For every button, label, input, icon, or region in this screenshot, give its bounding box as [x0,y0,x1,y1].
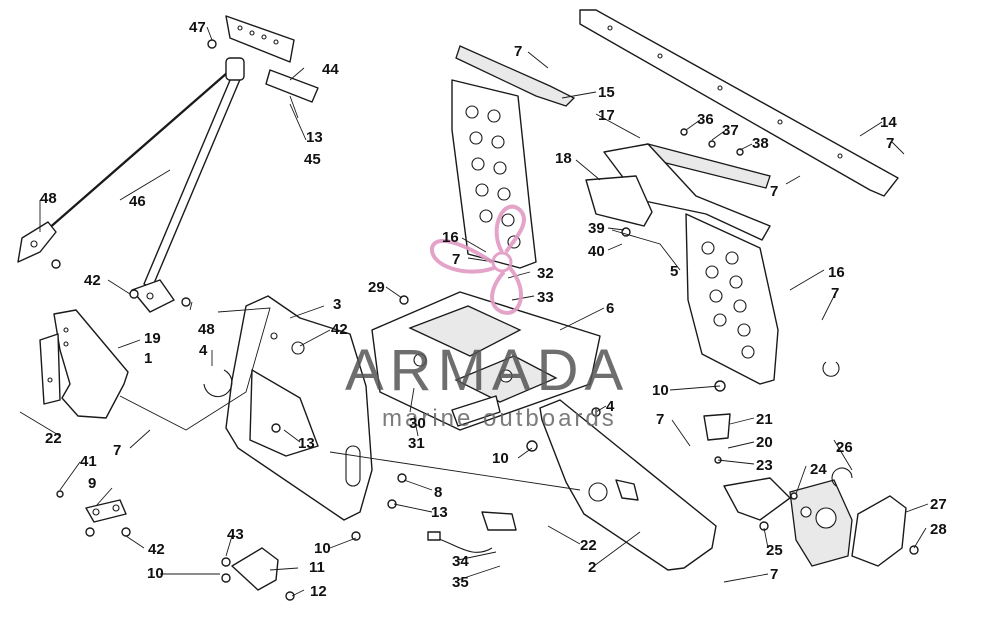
callout: 32 [537,265,554,282]
callout: 7 [452,251,460,268]
perforated-plate-left [451,79,537,269]
bracket-11 [231,547,279,591]
callout: 6 [606,300,614,317]
callout: 16 [828,264,845,281]
callout: 7 [886,135,894,152]
watermark-brand: ARMADA [345,338,629,403]
callout: 35 [452,574,469,591]
long-arm [539,399,717,571]
cover-27 [851,495,907,567]
callout: 42 [148,541,165,558]
center-housing [371,291,601,431]
callout: 45 [304,151,321,168]
callout: 7 [831,285,839,302]
callout: 7 [656,411,664,428]
long-bar [579,9,899,197]
callout: 7 [770,566,778,583]
callout: 48 [40,190,57,207]
perforated-plate-right [685,213,779,385]
callout: 27 [930,496,947,513]
callout: 2 [588,559,596,576]
callout: 46 [129,193,146,210]
callout: 28 [930,521,947,538]
callout: 30 [409,415,426,432]
callout: 48 [198,321,215,338]
callout: 42 [331,321,348,338]
callout: 25 [766,542,783,559]
bracket-23 [723,477,791,521]
callout: 34 [452,553,469,570]
callout: 8 [434,484,442,501]
top-bracket-strip [225,15,319,103]
parts-drawings [17,9,929,601]
callout: 24 [810,461,827,478]
armada-watermark: ARMADA marine outboards [345,204,629,432]
mid-perforated-strip [603,143,771,241]
propeller-logo-icon [430,204,526,315]
callout: 38 [752,135,769,152]
callout: 21 [756,411,773,428]
callout: 19 [144,330,161,347]
watermark-tagline: marine outboards [382,405,617,432]
callout: 10 [314,540,331,557]
callout: 36 [697,111,714,128]
callout: 12 [310,583,327,600]
callout: 22 [45,430,62,447]
clip-rings [203,361,853,487]
leader-lines [19,26,929,597]
callout: 42 [84,272,101,289]
harness-34-35 [427,511,517,553]
callout: 26 [836,439,853,456]
callout: 5 [670,263,678,280]
callout: 13 [298,435,315,452]
callout: 7 [514,43,522,60]
callout: 33 [537,289,554,306]
callout: 1 [144,350,152,367]
callout: 47 [189,19,206,36]
callout: 39 [588,220,605,237]
callout: 7 [770,183,778,200]
lower-bracket-9 [85,499,127,523]
callout: 29 [368,279,385,296]
assembly-24 [789,479,853,567]
callout: 11 [309,559,325,576]
callout: 4 [606,398,615,415]
callout: 41 [80,453,97,470]
callout: 23 [756,457,773,474]
callout: 15 [598,84,615,101]
callout: 43 [227,526,244,543]
callout: 17 [598,107,615,124]
fasteners [51,39,919,601]
callout: 10 [652,382,669,399]
callout: 31 [408,435,425,452]
steering-support-rods [17,57,245,313]
top-perforated-strip [455,45,576,107]
callout: 4 [199,342,208,359]
callout: 40 [588,243,605,260]
callout: 10 [492,450,509,467]
callout: 22 [580,537,597,554]
callout: 44 [322,61,339,78]
callout: 14 [880,114,897,131]
left-bracket [39,309,129,419]
main-side-frame [225,295,373,521]
callout: 20 [756,434,773,451]
callout: 13 [431,504,448,521]
bracket-18 [585,175,653,227]
callout: 7 [113,442,121,459]
callout: 3 [333,296,341,313]
callout: 9 [88,475,96,492]
callout-labels: 47 44 13 45 48 46 42 48 19 1 4 3 42 22 7… [40,19,947,600]
callout: 16 [442,229,459,246]
callout: 18 [555,150,572,167]
callout: 37 [722,122,739,139]
callout: 13 [306,129,323,146]
callout: 10 [147,565,164,582]
